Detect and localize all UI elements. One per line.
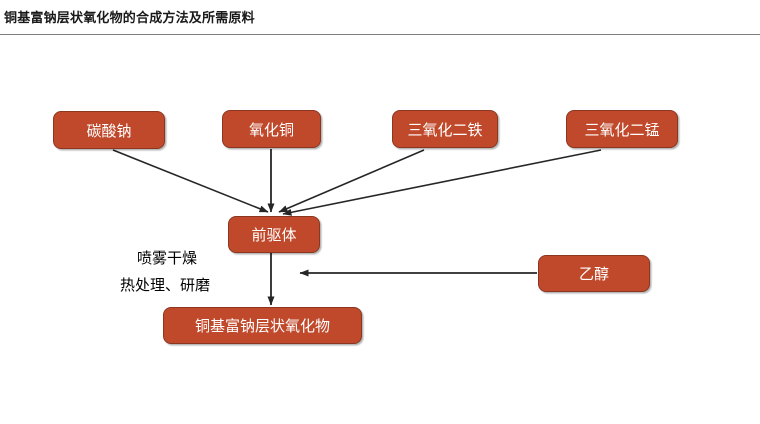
page-title: 铜基富钠层状氧化物的合成方法及所需原料 [4, 11, 255, 26]
node-product[interactable]: 铜基富钠层状氧化物 [163, 307, 362, 344]
node-copper-oxide[interactable]: 氧化铜 [222, 110, 321, 148]
process-label-spray-drying: 喷雾干燥 [137, 249, 198, 267]
node-manganese-oxide[interactable]: 三氧化二锰 [566, 110, 678, 148]
node-ethanol[interactable]: 乙醇 [538, 255, 650, 292]
edge-sodium-carbonate-to-precursor [112, 149, 269, 213]
title-divider [0, 34, 760, 35]
node-sodium-carbonate[interactable]: 碳酸钠 [53, 111, 165, 149]
edge-manganese-oxide-to-precursor [282, 149, 602, 216]
node-precursor[interactable]: 前驱体 [228, 216, 320, 253]
process-label-heat-treatment: 热处理、研磨 [120, 276, 211, 294]
node-iron-oxide[interactable]: 三氧化二铁 [392, 110, 498, 148]
edge-iron-oxide-to-precursor [278, 149, 425, 213]
